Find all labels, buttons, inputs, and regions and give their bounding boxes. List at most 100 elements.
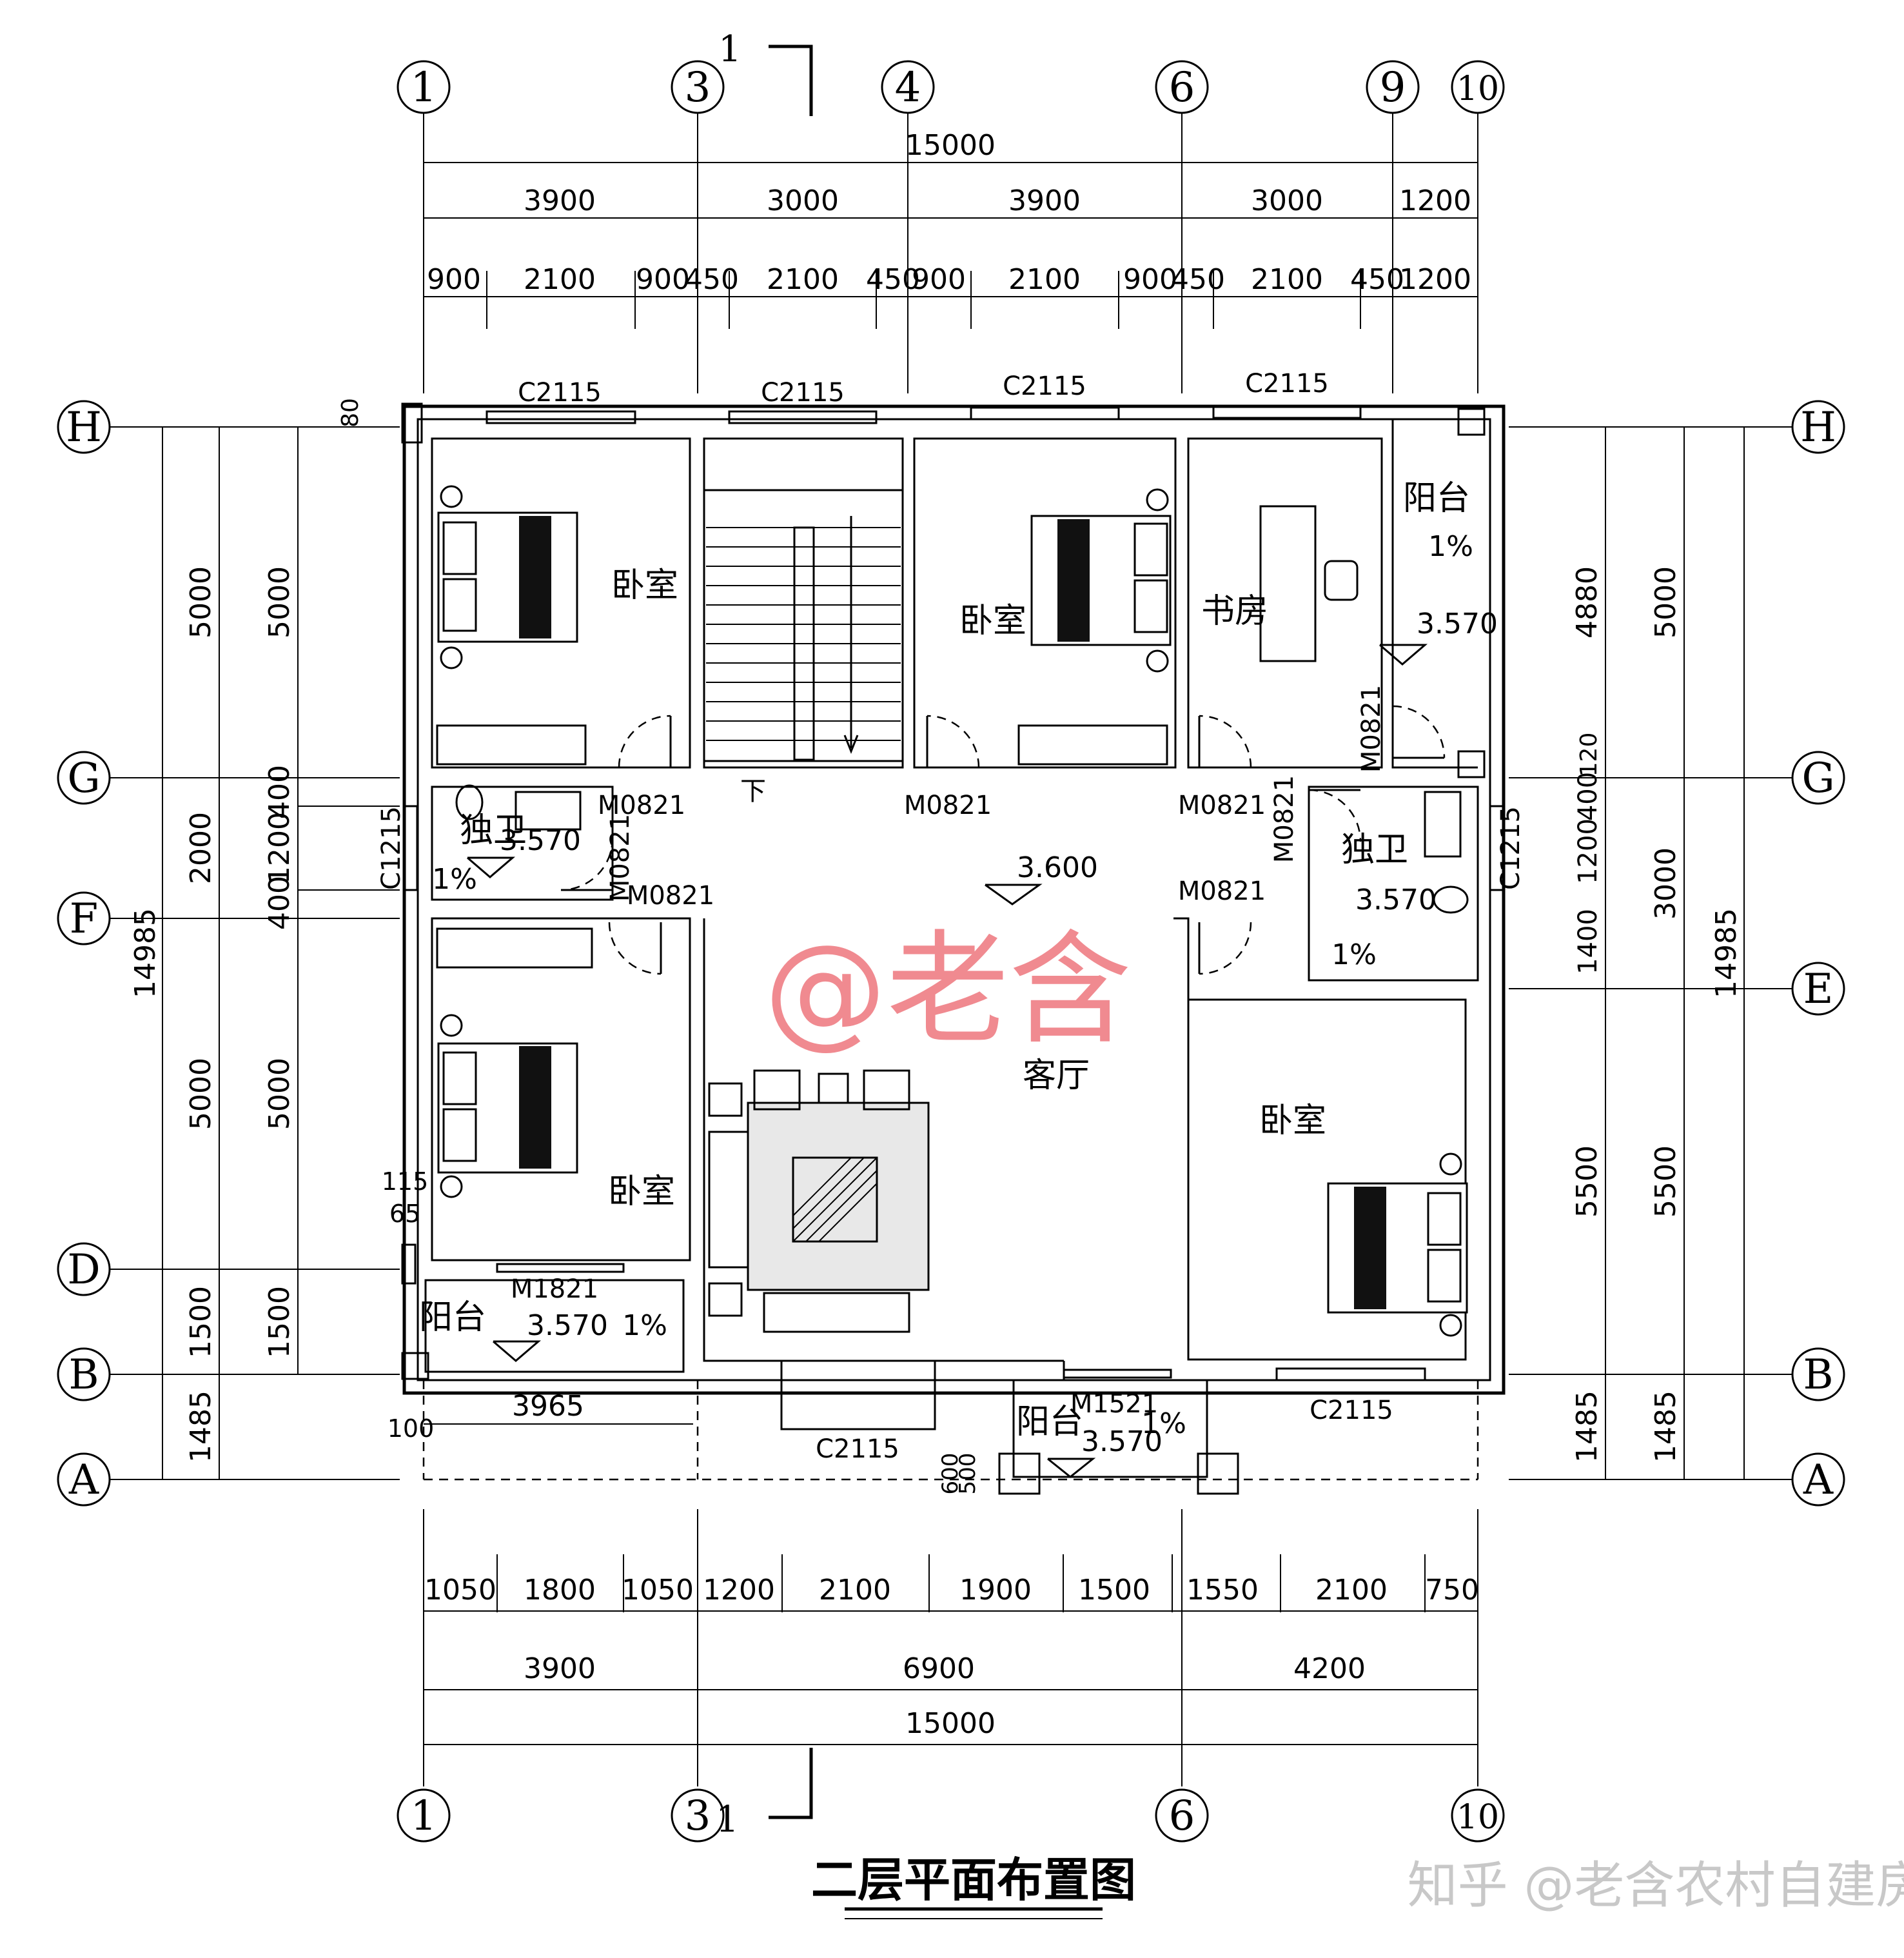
dim-bottom-row1: 2100 (1315, 1574, 1388, 1607)
dim-top-row2: 3000 (767, 184, 839, 217)
dim-right-inner: 5500 (1571, 1145, 1604, 1218)
slope-bath-e: 1% (1331, 938, 1377, 971)
window-label-n2: C2115 (761, 378, 845, 408)
room-label-bedroom-n: 卧室 (959, 602, 1026, 640)
dim-top-row3: 450 (685, 263, 739, 296)
room-label-balcony-sw: 阳台 (419, 1298, 486, 1337)
axis-label-E-right: E (1803, 965, 1834, 1013)
elevation-bath-w: 3.570 (500, 824, 581, 857)
dim-top-row2: 3900 (1008, 184, 1081, 217)
axis-bubbles-bottom: 1 3 6 10 (397, 1788, 1505, 1843)
axis-label-6-top: 6 (1169, 64, 1195, 112)
slope-balcony-ne: 1% (1428, 530, 1473, 563)
dim-top-row2: 3900 (524, 184, 596, 217)
axis-label-B-left: B (68, 1351, 99, 1399)
dim-top-row3: 450 (866, 263, 920, 296)
dim-top-row3: 2100 (1008, 263, 1081, 296)
dim-top-row3: 900 (1123, 263, 1177, 296)
dim-left-total: 14985 (129, 908, 162, 998)
axis-label-G-left: G (67, 755, 100, 802)
stair-down-label: 下 (740, 776, 766, 806)
dim-bottom-total: 15000 (905, 1707, 996, 1740)
dim-bottom-row2: 3900 (524, 1652, 596, 1685)
door-label-d5: M0821 (605, 814, 635, 902)
drawing-title-text: 二层平面布置图 (811, 1853, 1136, 1907)
room-label-study: 书房 (1201, 592, 1268, 631)
slope-balcony-sw: 1% (622, 1309, 667, 1342)
elevation-balcony-s: 3.570 (1081, 1425, 1163, 1458)
room-label-balcony-ne: 阳台 (1403, 479, 1470, 518)
dim-top-row3: 1200 (1399, 263, 1471, 296)
room-label-bedroom-sw: 卧室 (608, 1172, 675, 1211)
bed-se (1327, 1152, 1468, 1337)
dim-bottom-row1: 2100 (819, 1574, 891, 1607)
windows: C2115 C2115 C2115 C2115 C1215 C1215 C211… (377, 369, 1526, 1464)
dim-top-row3: 2100 (524, 263, 596, 296)
walls (401, 402, 1506, 1495)
room-label-balcony-s: 阳台 (1016, 1403, 1083, 1441)
dim-bottom-row1: 1900 (959, 1574, 1032, 1607)
dimensions-right: 4880 120 400 1200 1400 5500 1485 5000 30… (1571, 427, 1745, 1479)
dim-bottom-row1: 1050 (424, 1574, 496, 1607)
window-label-n1: C2115 (518, 378, 602, 408)
dim-balcony-sw-width: 3965 (512, 1390, 584, 1423)
elevation-bath-e: 3.570 (1355, 884, 1437, 916)
dim-top-row3: 450 (1350, 263, 1404, 296)
dim-top-row2: 1200 (1399, 184, 1471, 217)
dim-left-outer: 5000 (184, 1058, 217, 1130)
axis-label-6-bottom: 6 (1169, 1792, 1195, 1840)
dim-right-outer: 1485 (1649, 1390, 1682, 1463)
dim-left-outer: 1485 (184, 1390, 217, 1463)
axis-bubbles-left: H G F D B A (57, 400, 111, 1507)
room-label-living: 客厅 (1023, 1056, 1090, 1095)
axis-label-3-top: 3 (685, 64, 711, 112)
slope-balcony-s: 1% (1141, 1407, 1186, 1440)
axis-grid-lines (110, 110, 1792, 1786)
elevation-living: 3.600 (1017, 851, 1098, 884)
window-label-n4: C2115 (1245, 369, 1329, 399)
dim-small-bottom: 500 (955, 1453, 981, 1495)
dim-right-inner: 1200 (1573, 818, 1603, 884)
elevation-balcony-ne: 3.570 (1417, 608, 1498, 640)
axis-label-1-top: 1 (411, 64, 437, 112)
dim-left-inner: 5000 (263, 1058, 296, 1130)
window-label-s-living: C2115 (816, 1434, 899, 1464)
dim-left-outer: 5000 (184, 566, 217, 638)
window-label-w-bath: C1215 (377, 806, 406, 890)
axis-label-H-left: H (66, 404, 102, 451)
dimensions-top: 15000 3900 3000 3900 3000 1200 900 2100 … (424, 129, 1478, 329)
section-mark-label-bottom: 1 (716, 1799, 739, 1841)
dim-right-outer: 5500 (1649, 1145, 1682, 1218)
dim-right-inner: 1485 (1571, 1390, 1604, 1463)
section-mark-top: 1 (718, 28, 813, 116)
watermark-text: @老含 (764, 918, 1132, 1061)
axis-label-G-right: G (1801, 755, 1834, 802)
dim-top-row3: 900 (427, 263, 481, 296)
dim-top-row3: 2100 (767, 263, 839, 296)
door-label-d8: M0821 (1178, 876, 1266, 906)
door-label-balcony-s: M1521 (1070, 1389, 1158, 1419)
room-label-bedroom-nw: 卧室 (611, 566, 678, 605)
misc-dimensions: 3965 600 500 (424, 1390, 981, 1494)
section-mark-label-top: 1 (718, 28, 741, 70)
door-label-d7: M0821 (1270, 775, 1299, 863)
staircase: 下 (703, 489, 904, 806)
window-label-n3: C2115 (1003, 371, 1086, 401)
dim-right-inner: 120 (1576, 733, 1602, 777)
room-label-bath-w: 独卫 (460, 811, 527, 850)
axis-label-H-right: H (1800, 404, 1836, 451)
dim-bottom-row1: 750 (1425, 1574, 1479, 1607)
door-label-d3: M0821 (1178, 791, 1266, 820)
dim-bottom-row2: 4200 (1293, 1652, 1366, 1685)
axis-label-B-right: B (1803, 1351, 1833, 1399)
dim-left-inner: 1500 (263, 1286, 296, 1358)
dim-top-row3: 450 (1171, 263, 1225, 296)
room-labels: 卧室 卧室 书房 阳台 独卫 独卫 客厅 卧室 卧室 阳台 阳台 (419, 479, 1470, 1441)
elevations: 3.600 3.570 3.570 3.570 3.570 3.570 (467, 608, 1498, 1478)
dim-left-small: 100 (388, 1414, 435, 1443)
dim-small-bottom: 600 (937, 1453, 963, 1495)
dim-top-row3: 2100 (1251, 263, 1323, 296)
door-label-balcony-sw: M1821 (511, 1274, 598, 1304)
dim-left-inner: 1200 (263, 812, 296, 884)
